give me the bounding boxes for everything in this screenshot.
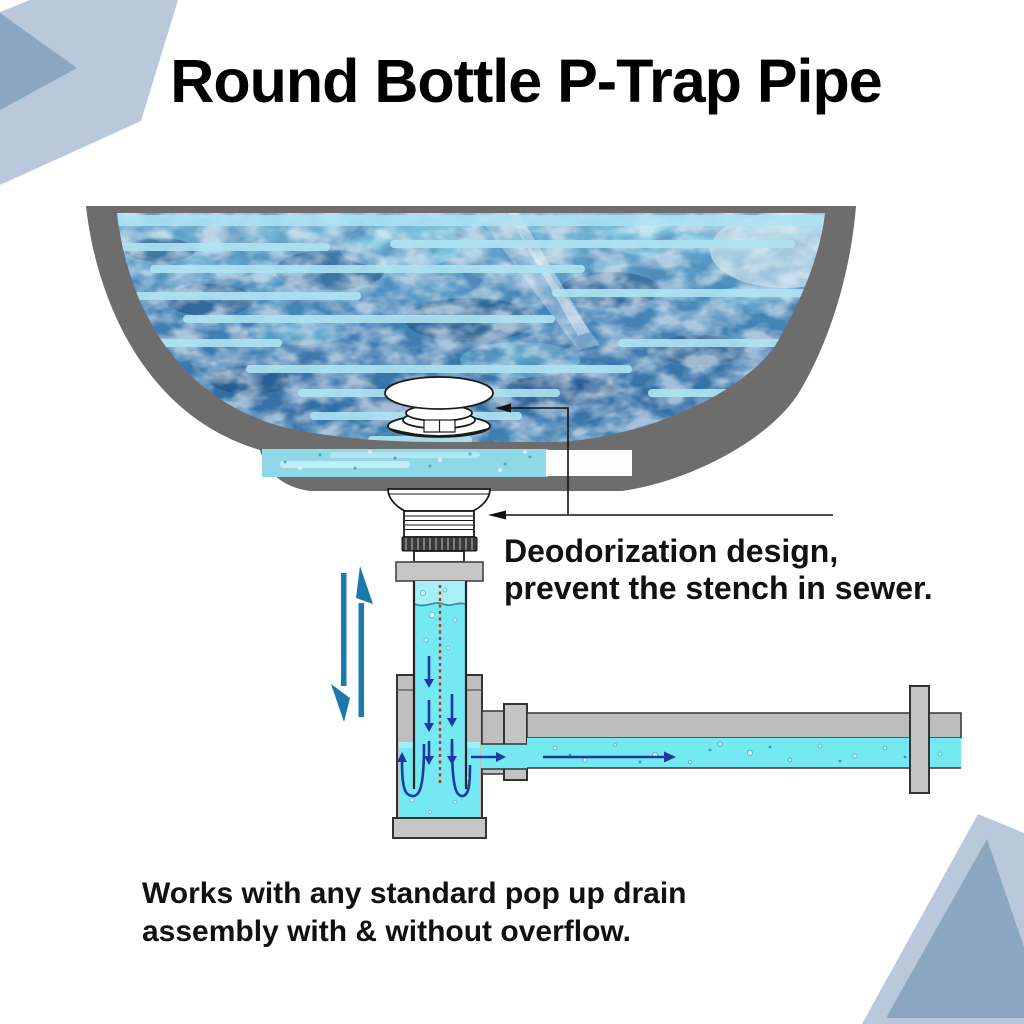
flow-arrows (397, 656, 676, 798)
pipe-water-bubbles (552, 741, 943, 765)
horizontal-outlet-pipe (481, 712, 962, 770)
glass-band-highlight (546, 450, 632, 476)
compatibility-line1: Works with any standard pop up drain (142, 877, 687, 910)
updown-arrows (331, 566, 373, 722)
knurled-locknut (401, 536, 478, 552)
mounting-flange (395, 561, 484, 582)
page-title: Round Bottle P-Trap Pipe (170, 47, 882, 115)
right-flow-arrow-icon (471, 751, 676, 763)
trap-bottom-cap (392, 817, 487, 839)
compatibility-caption: Works with any standard pop up drain ass… (142, 875, 687, 951)
inlet-bubbles (420, 587, 458, 651)
wall-flange (909, 685, 930, 794)
deodorization-line2: prevent the stench in sewer. (504, 570, 933, 606)
deodorization-caption: Deodorization design, prevent the stench… (504, 533, 933, 607)
corner-decoration-bottom-right (862, 814, 1024, 1024)
left-pointer-arrow-icon (488, 510, 833, 520)
compatibility-line2: assembly with & without overflow. (142, 915, 631, 948)
up-arrow-icon (356, 566, 373, 717)
down-arrow-icon (331, 573, 350, 722)
pop-up-drain-stopper (384, 376, 494, 438)
annotation-pointers (488, 403, 833, 520)
drain-tailpiece (387, 488, 491, 563)
vertical-inlet-pipe (412, 581, 468, 789)
bowl-bottom-glass-band (262, 449, 632, 477)
left-pointer-arrow-icon (495, 403, 569, 514)
u-turn-arrow-icon (397, 743, 472, 798)
tailpiece-threads (403, 510, 475, 538)
deodorization-line1: Deodorization design, (504, 533, 839, 569)
down-arrow-icon (424, 656, 457, 765)
corner-decoration-top-left (0, 0, 178, 185)
